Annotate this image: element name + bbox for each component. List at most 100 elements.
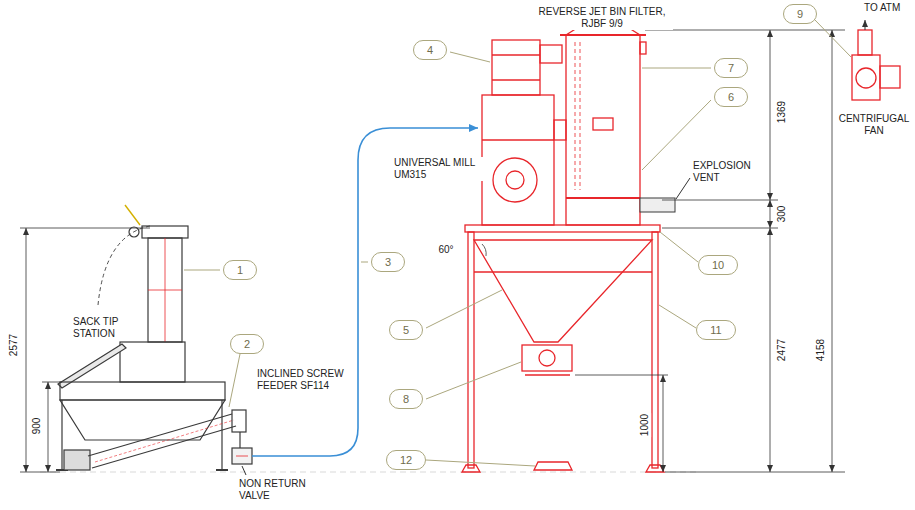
part-label: NON RETURN VALVE <box>238 478 312 502</box>
callout-text: 9 <box>797 7 803 21</box>
dimension: 900 <box>31 417 43 436</box>
leader-lines <box>426 460 535 466</box>
callout-number: 7 <box>714 58 748 78</box>
universal-mill <box>492 40 540 95</box>
dimension: 2577 <box>8 333 20 357</box>
sack-tip-station <box>56 205 252 470</box>
callout-text: 12 <box>400 453 412 467</box>
hopper-structure <box>534 462 572 470</box>
dimension-lines <box>832 30 833 472</box>
callout-number: 2 <box>230 334 264 354</box>
bin-filter <box>640 42 646 54</box>
sack-tip-station <box>221 400 222 470</box>
part-label: UNIVERSAL MILL UM315 <box>393 157 483 181</box>
sack-tip-station <box>120 342 185 382</box>
dimension: 1000 <box>639 413 651 437</box>
bin-filter <box>593 118 613 130</box>
dimension-lines <box>20 30 845 472</box>
callout-number: 10 <box>698 255 738 275</box>
hopper-structure <box>539 350 555 366</box>
sack-tip-station <box>95 420 234 462</box>
sack-tip-station <box>58 344 126 388</box>
callout-number: 9 <box>783 4 817 24</box>
universal-mill <box>482 40 566 225</box>
dimension: 1369 <box>776 100 788 124</box>
bin-filter <box>560 22 646 226</box>
dimension-lines <box>770 200 771 228</box>
flow-label: TO ATM <box>863 2 901 14</box>
sack-tip-station <box>232 410 246 432</box>
dimension-lines <box>662 228 778 229</box>
sack-tip-station <box>60 382 225 400</box>
hopper-structure <box>652 232 658 468</box>
dimension-lines <box>662 200 778 201</box>
sack-tip-station <box>98 226 150 305</box>
sack-tip-station <box>232 448 252 464</box>
callout-text: 1 <box>237 263 243 277</box>
sack-tip-station <box>148 238 182 342</box>
bin-filter <box>575 42 576 190</box>
leader-lines <box>229 354 240 407</box>
leader-lines <box>242 466 246 475</box>
dimension-lines <box>48 382 49 472</box>
leader-lines <box>659 305 696 328</box>
universal-mill <box>540 45 562 63</box>
callout-text: 7 <box>728 61 734 75</box>
leader-lines <box>676 178 690 199</box>
leader-lines <box>426 362 521 399</box>
dimension-lines <box>42 382 62 383</box>
leader-lines <box>184 20 851 475</box>
sack-tip-station <box>88 414 232 456</box>
callout-text: 10 <box>712 258 724 272</box>
dimension: 300 <box>776 205 788 224</box>
bin-filter <box>566 197 640 199</box>
sack-tip-station <box>125 205 140 225</box>
leader-lines <box>450 52 490 62</box>
callout-number: 11 <box>696 320 735 340</box>
centrifugal-fan <box>880 66 900 88</box>
universal-mill <box>492 79 540 80</box>
hopper-structure <box>522 345 572 371</box>
hopper-structure <box>462 465 480 472</box>
callout-text: 5 <box>403 323 409 337</box>
callout-number: 12 <box>386 450 426 470</box>
universal-mill <box>506 171 524 189</box>
centrifugal-fan <box>858 30 872 55</box>
sack-tip-station <box>60 400 225 440</box>
leader-lines <box>660 232 698 262</box>
hopper-structure <box>482 244 486 256</box>
sack-tip-station <box>216 469 228 471</box>
sack-tip-station <box>236 456 248 457</box>
universal-mill <box>482 95 554 225</box>
dimension-lines <box>26 228 27 472</box>
leader-lines <box>184 270 220 271</box>
dimension-lines <box>770 30 771 200</box>
leader-lines <box>642 68 711 69</box>
leader-lines <box>361 262 368 263</box>
callout-text: 3 <box>385 255 391 269</box>
leader-lines <box>426 290 502 328</box>
part-label: SACK TIP STATION <box>72 316 130 340</box>
callout-text: 2 <box>244 337 250 351</box>
hopper-structure <box>474 271 652 272</box>
hopper-structure <box>465 225 660 232</box>
callout-number: 6 <box>714 87 748 107</box>
bin-filter <box>580 42 581 190</box>
sack-tip-station <box>64 450 90 470</box>
sack-tip-station <box>148 290 182 291</box>
dimension: 4158 <box>815 338 827 362</box>
hopper-structure <box>646 465 664 472</box>
sack-tip-station <box>239 432 240 448</box>
hopper-structure <box>462 225 664 472</box>
callout-text: 6 <box>728 90 734 104</box>
callout-number: 5 <box>389 320 423 340</box>
dimension-lines <box>663 375 664 472</box>
sack-tip-station <box>92 426 236 468</box>
ground-line <box>40 472 700 473</box>
leader-lines <box>815 20 851 57</box>
part-label: CENTRIFUGAL FAN <box>836 113 912 137</box>
sack-tip-station <box>61 400 62 470</box>
universal-mill <box>482 139 554 140</box>
